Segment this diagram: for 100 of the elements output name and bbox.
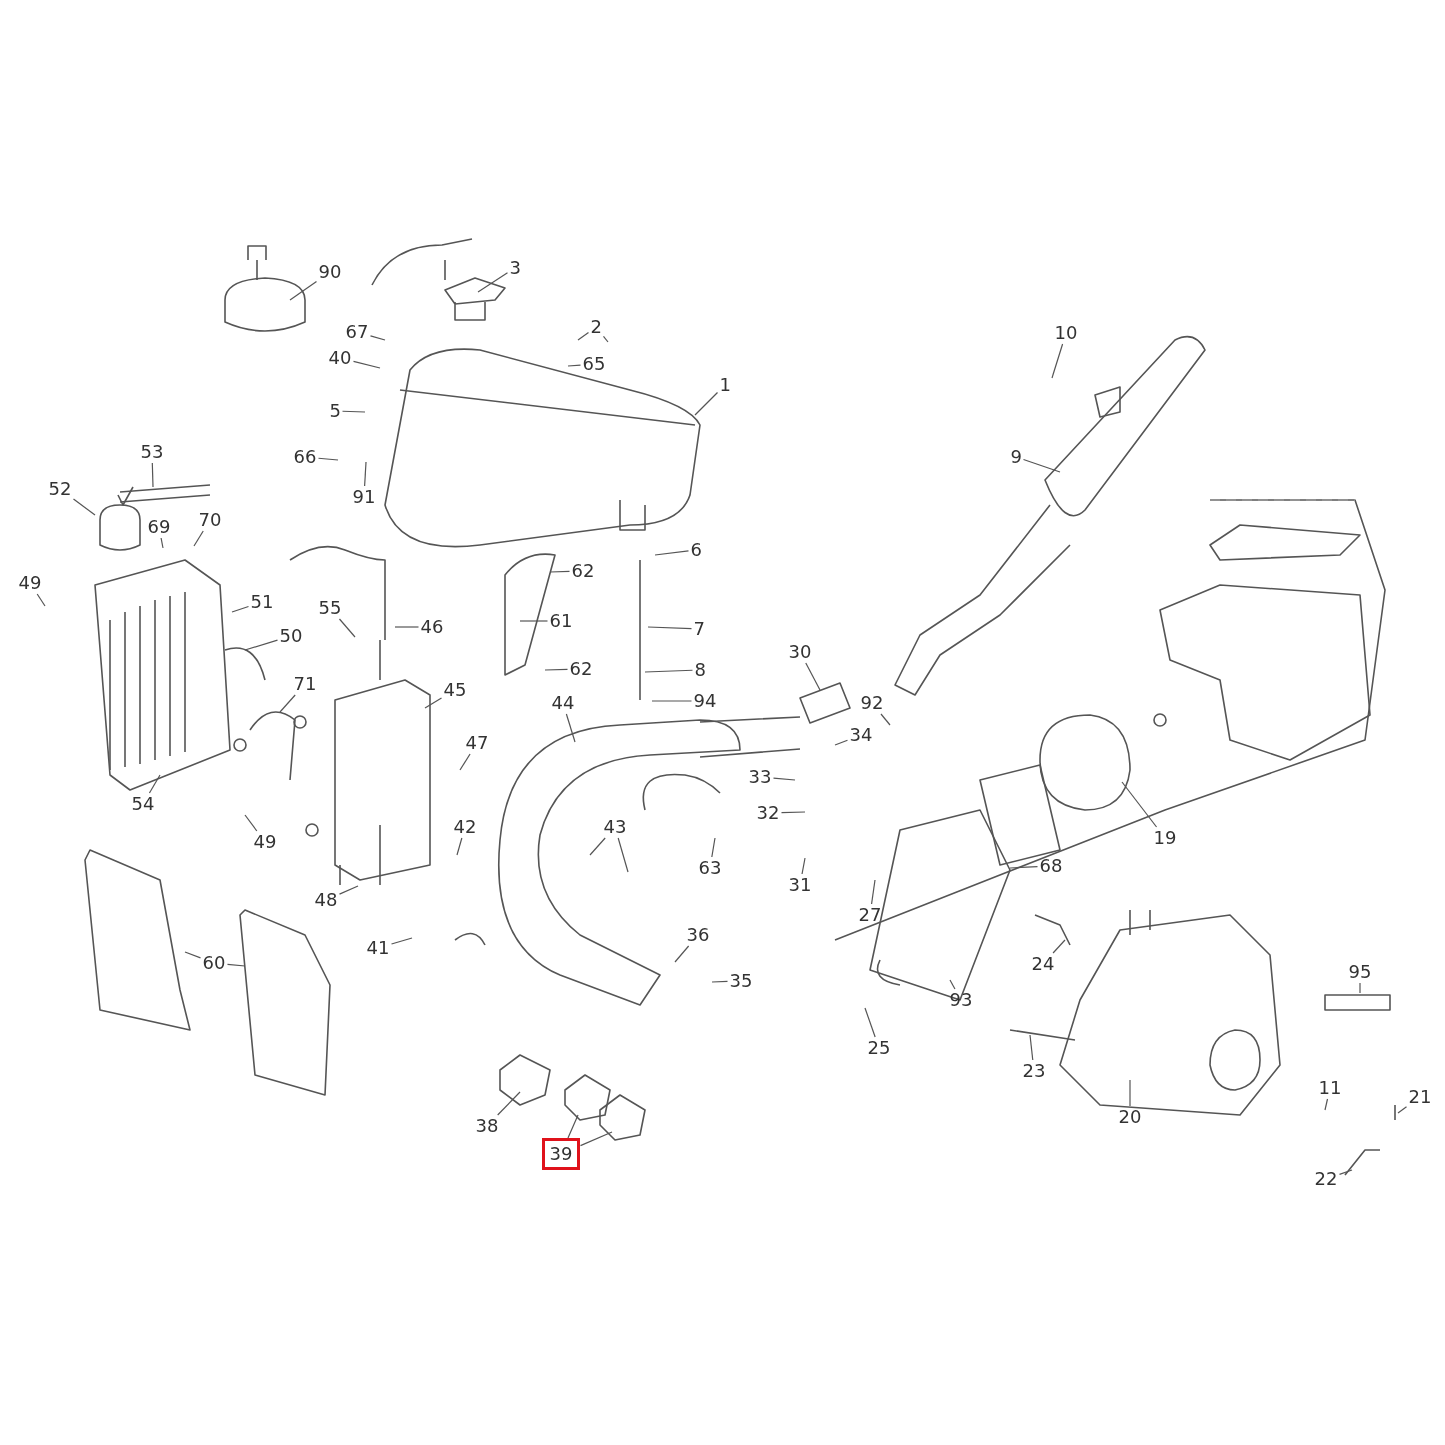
leader-line	[289, 280, 318, 301]
leader-line	[231, 605, 250, 613]
leader-line	[424, 697, 443, 709]
leader-line	[589, 837, 606, 856]
callout-number: 65	[580, 353, 608, 375]
leader-line	[497, 1091, 521, 1116]
leader-line	[674, 945, 690, 963]
callout-number: 46	[418, 616, 446, 638]
callout-number: 45	[441, 679, 469, 701]
callout-number: 11	[1316, 1077, 1344, 1099]
leader-line	[711, 837, 716, 858]
leader-line	[244, 639, 279, 651]
callout-number: 54	[129, 793, 157, 815]
callout-number: 93	[947, 989, 975, 1011]
leader-line	[834, 739, 849, 746]
leader-line	[317, 457, 339, 461]
callout-number: 63	[696, 857, 724, 879]
leader-line	[184, 951, 202, 959]
callout-number: 6	[688, 539, 704, 561]
callout-number: 44	[549, 692, 577, 714]
callout-number: 23	[1020, 1060, 1048, 1082]
callout-number: 67	[343, 321, 371, 343]
leader-line	[477, 272, 509, 293]
callout-number: 55	[316, 597, 344, 619]
callout-number: 24	[1029, 953, 1057, 975]
callout-number: 47	[463, 732, 491, 754]
leader-line	[567, 1114, 579, 1139]
callout-number: 90	[316, 261, 344, 283]
callout-number: 68	[1037, 855, 1065, 877]
leader-line	[1338, 1169, 1353, 1175]
leader-line	[1052, 939, 1066, 954]
callout-number: 9	[1008, 446, 1024, 468]
leader-line	[1129, 1079, 1131, 1107]
callout-number: 62	[567, 658, 595, 680]
callout-number: 66	[291, 446, 319, 468]
callout-number: 91	[350, 486, 378, 508]
callout-number: 71	[291, 673, 319, 695]
leader-line	[148, 774, 161, 794]
leader-line	[341, 410, 366, 413]
leader-line	[459, 753, 471, 771]
callout-number: 51	[248, 591, 276, 613]
leader-line	[1121, 781, 1158, 828]
callout-number: 38	[473, 1115, 501, 1137]
callout-number: 7	[691, 618, 707, 640]
leader-line	[1397, 1106, 1408, 1114]
leader-line	[772, 777, 796, 781]
leader-line	[338, 885, 359, 895]
callout-number: 33	[746, 766, 774, 788]
leader-line	[1022, 458, 1061, 473]
leader-line	[279, 694, 296, 713]
leader-line	[780, 811, 806, 814]
callout-number: 94	[691, 690, 719, 712]
callout-number: 19	[1151, 827, 1179, 849]
callout-number: 39	[541, 1138, 581, 1170]
callout-number: 5	[327, 400, 343, 422]
callout-number: 10	[1052, 322, 1080, 344]
leader-line	[864, 1007, 876, 1038]
callout-number: 20	[1116, 1106, 1144, 1128]
callout-number: 32	[754, 802, 782, 824]
callout-number: 49	[16, 572, 44, 594]
callout-number: 49	[251, 831, 279, 853]
leader-line	[338, 618, 356, 638]
callout-number: 8	[692, 659, 708, 681]
callout-number: 36	[684, 924, 712, 946]
leader-line	[364, 461, 367, 487]
leader-line	[1009, 866, 1039, 869]
leader-line	[151, 462, 154, 488]
callout-number: 61	[547, 610, 575, 632]
callout-number: 40	[326, 347, 354, 369]
leader-line	[870, 879, 876, 905]
leader-line	[549, 570, 571, 573]
leader-line	[72, 498, 96, 516]
leader-line	[567, 364, 582, 367]
leader-line	[1029, 1034, 1034, 1061]
callout-number: 34	[847, 724, 875, 746]
leader-line	[456, 837, 463, 856]
leader-line	[644, 669, 694, 673]
callout-number: 69	[145, 516, 173, 538]
leader-line	[602, 335, 609, 343]
callout-number: 95	[1346, 961, 1374, 983]
leader-line	[805, 662, 821, 691]
callout-number: 53	[138, 441, 166, 463]
leader-line	[244, 814, 258, 832]
leader-line	[390, 937, 413, 945]
leader-line	[394, 626, 420, 628]
leader-line	[369, 335, 386, 341]
callout-number: 21	[1406, 1086, 1434, 1108]
callout-number: 31	[786, 874, 814, 896]
leader-line	[801, 857, 806, 875]
leader-line	[579, 1131, 613, 1147]
leader-line	[352, 360, 381, 369]
leader-line	[880, 713, 891, 726]
callout-number: 25	[865, 1037, 893, 1059]
callout-number: 22	[1312, 1168, 1340, 1190]
callout-number: 50	[277, 625, 305, 647]
callout-number: 43	[601, 816, 629, 838]
leader-line	[1359, 982, 1361, 994]
callout-number: 1	[717, 374, 733, 396]
leader-line	[565, 713, 576, 743]
callout-number: 60	[200, 952, 228, 974]
